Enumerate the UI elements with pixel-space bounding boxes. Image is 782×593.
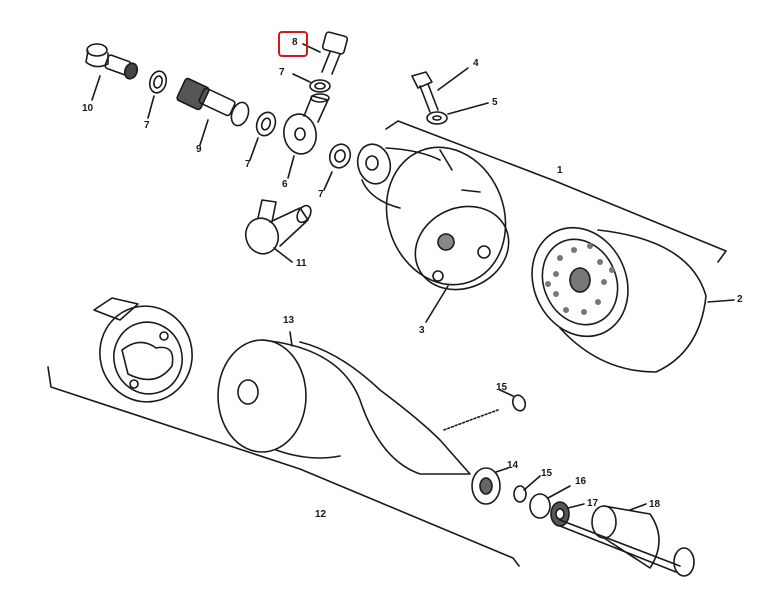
callout-7-b: 7 [279,67,285,78]
part-10-sender [85,43,139,101]
part-15-ring-bottom [513,475,541,503]
highlight-box [278,31,308,57]
callout-5: 5 [492,97,498,108]
part-5-washer [426,102,489,125]
part-7-washer-c [292,73,331,93]
callout-8: 8 [292,37,298,48]
part-1-filter-head [356,143,507,286]
part-14-seal [471,467,509,505]
callout-15-bottom: 15 [541,468,553,479]
part-15-ring-top [443,389,527,431]
part-9-adapter [176,77,250,146]
part-11-bleed-screw [244,199,312,263]
callout-14: 14 [507,460,519,471]
callout-7-a: 7 [144,120,150,131]
callout-9: 9 [196,144,202,155]
callout-17: 17 [587,498,599,509]
callout-10: 10 [82,103,94,114]
part-6-union [283,93,330,179]
part-4-bolt [411,67,469,113]
callout-18: 18 [649,499,661,510]
callout-1: 1 [557,165,563,176]
callout-12: 12 [315,509,327,520]
callout-13: 13 [283,315,295,326]
part-3-plate [414,205,510,323]
part-8-switch [302,31,349,75]
part-12-base-head [93,297,193,403]
callout-4: 4 [473,58,479,69]
part-7-washer-d [323,143,352,191]
group-bracket-1 [385,120,727,263]
callout-7-c: 7 [245,159,251,170]
callout-16: 16 [575,476,587,487]
part-16-seal [529,485,571,519]
callout-3: 3 [419,325,425,336]
callout-7-d: 7 [318,189,324,200]
part-2-filter-element [531,226,735,373]
callout-11: 11 [296,258,307,269]
part-18-drain-tube [559,503,695,577]
part-7-washer-a [147,70,168,119]
callout-6: 6 [282,179,288,190]
part-7-washer-b [249,111,277,161]
callout-2: 2 [737,294,743,305]
part-13-bowl [217,331,471,475]
callout-15-top: 15 [496,382,508,393]
group-bracket-12 [47,366,520,567]
